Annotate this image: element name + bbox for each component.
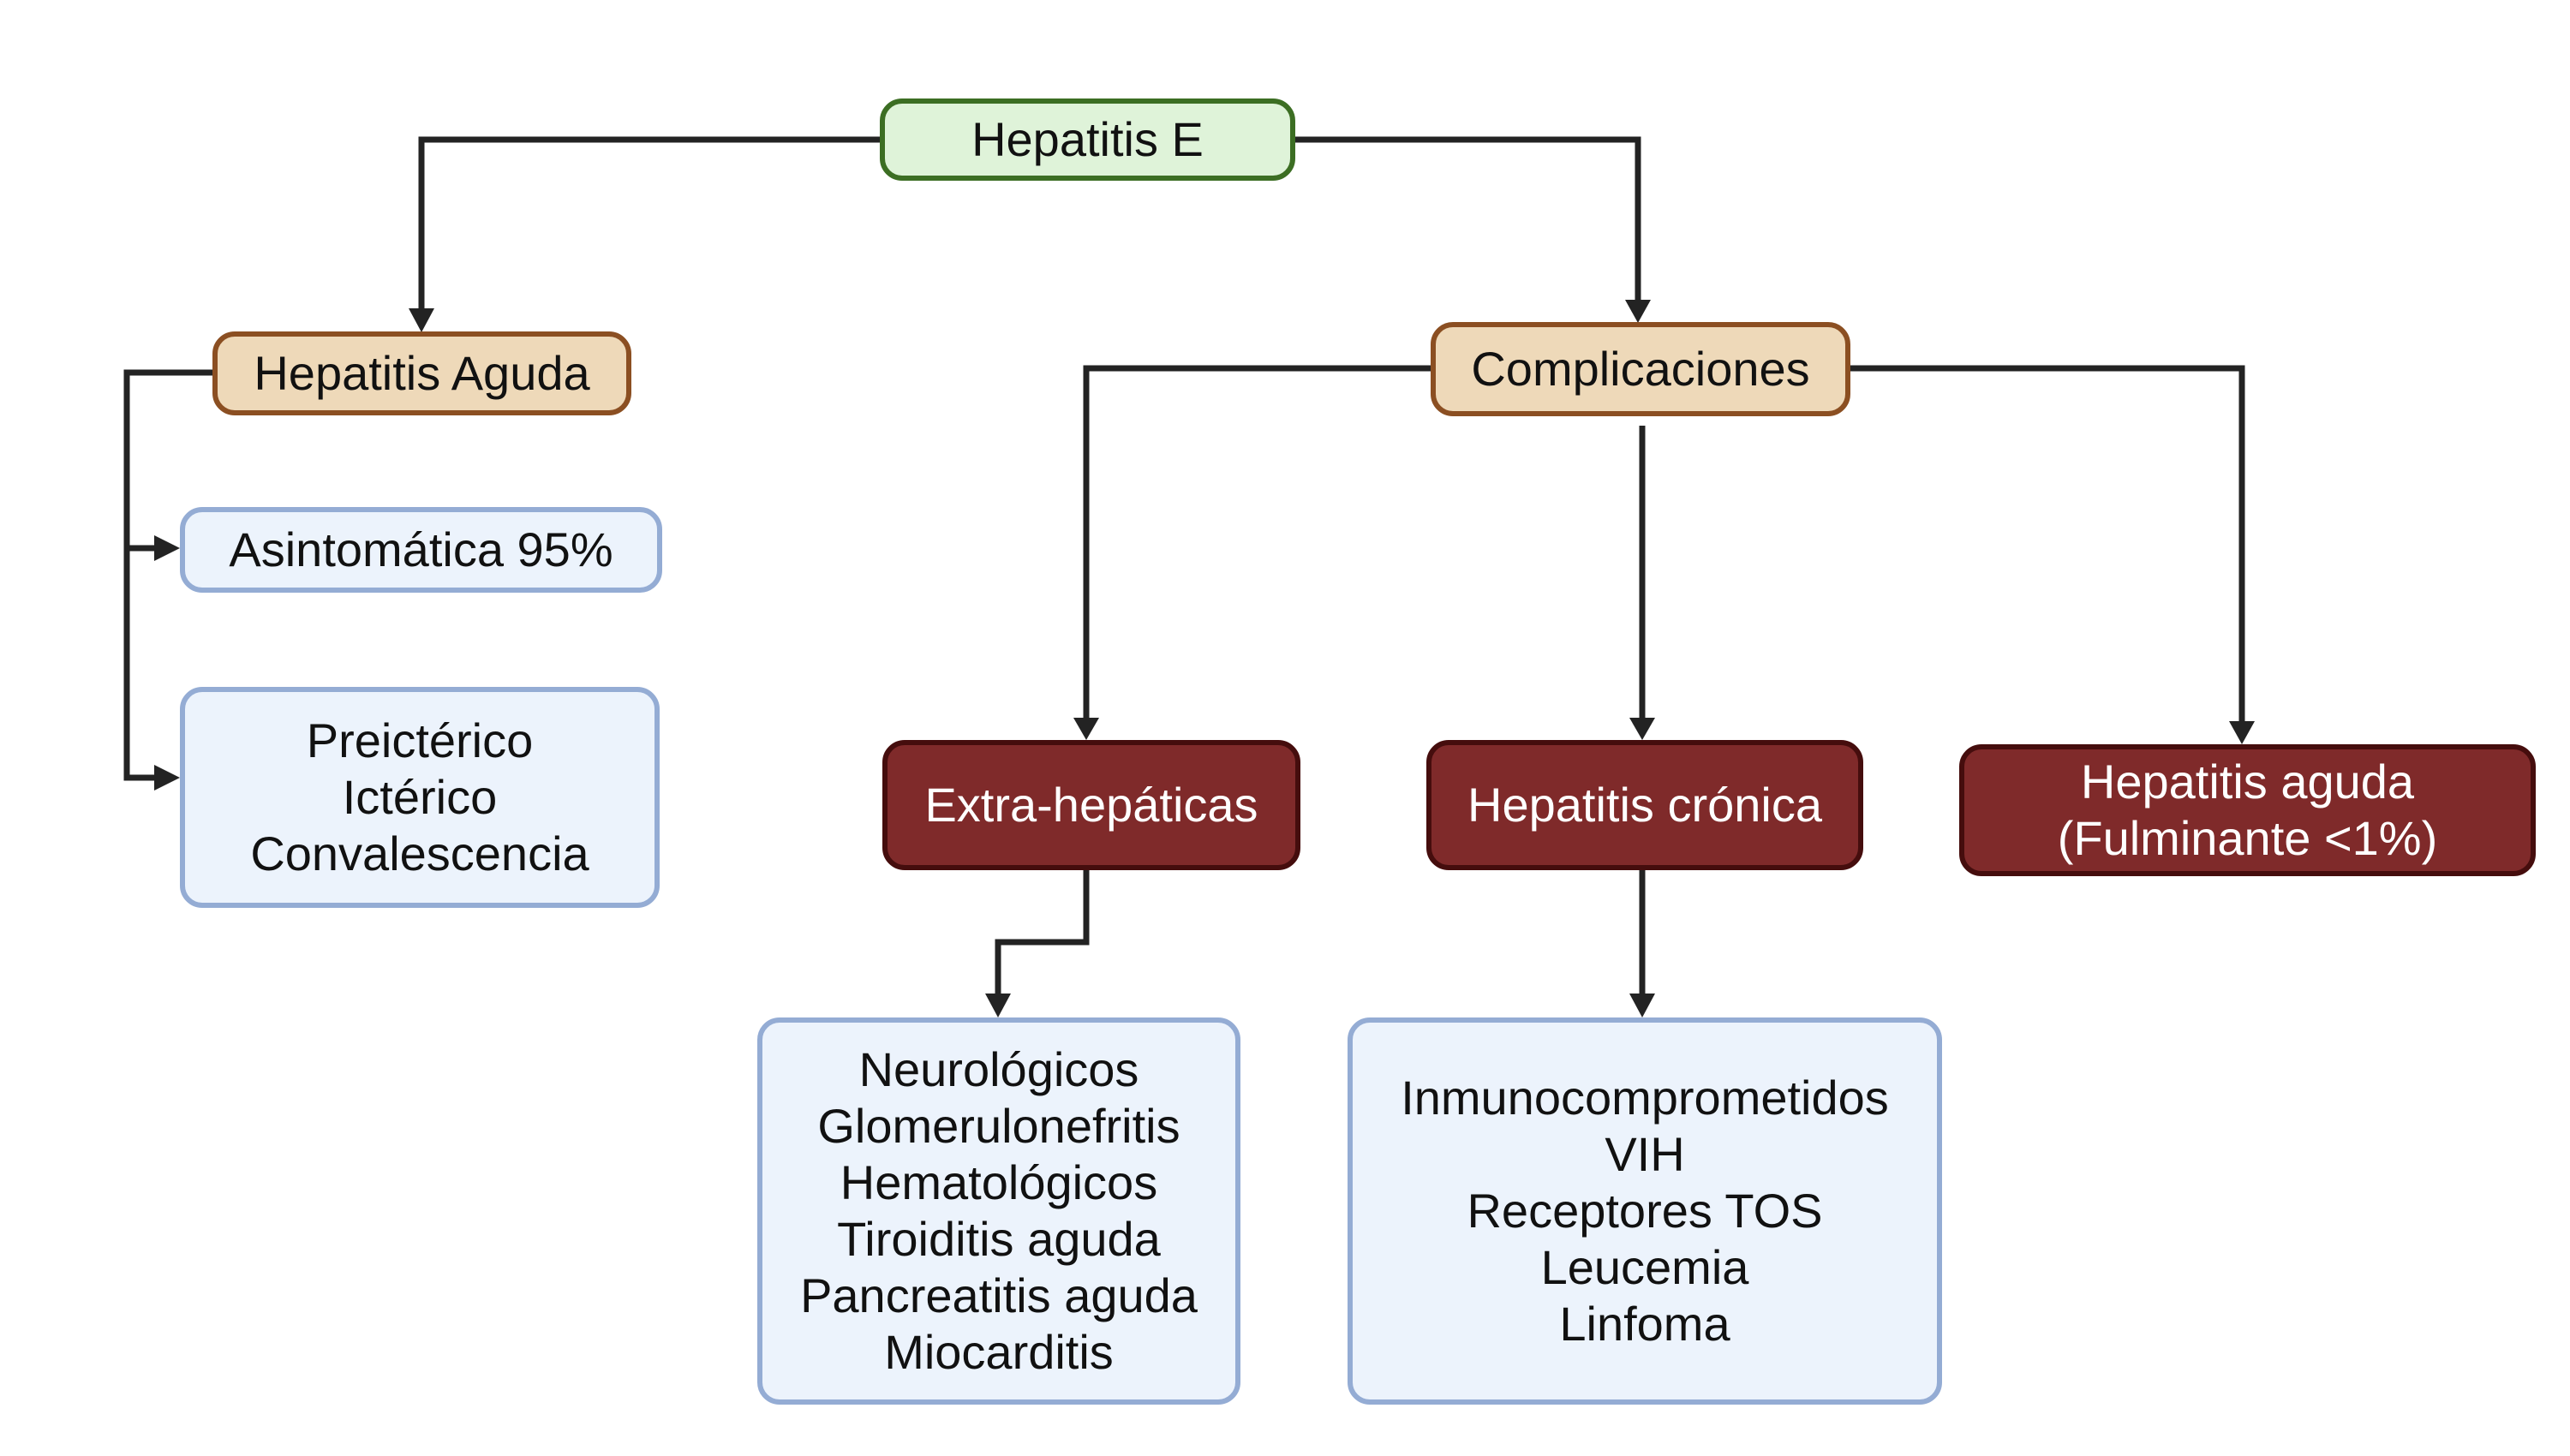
arrowhead-icon <box>154 765 180 791</box>
detail-line: Tiroiditis aguda <box>837 1212 1161 1266</box>
arrowhead-icon <box>1629 994 1655 1017</box>
node-asintomatica-label: Asintomática 95% <box>229 522 613 576</box>
connector-acute-bus <box>123 369 212 781</box>
fulminant-line: (Fulminante <1%) <box>2057 811 2438 865</box>
node-extra-hepaticas-detail: Neurológicos Glomerulonefritis Hematológ… <box>757 1017 1240 1405</box>
detail-line: Miocarditis <box>884 1325 1114 1379</box>
detail-line: Inmunocomprometidos <box>1401 1071 1889 1125</box>
node-hepatitis-fulminante: Hepatitis aguda (Fulminante <1%) <box>1959 744 2536 876</box>
connector-complications-right <box>1850 365 2245 726</box>
node-hepatitis-e: Hepatitis E <box>880 98 1295 181</box>
connector-complications-left <box>1083 365 1431 721</box>
node-complicaciones-label: Complicaciones <box>1471 342 1810 396</box>
arrowhead-icon <box>1073 718 1099 740</box>
node-hepatitis-cronica-label: Hepatitis crónica <box>1467 778 1822 832</box>
arrowhead-icon <box>2229 721 2255 744</box>
detail-line: Receptores TOS <box>1467 1184 1823 1238</box>
detail-line: Leucemia <box>1540 1240 1749 1294</box>
detail-line: VIH <box>1605 1127 1685 1181</box>
node-hepatitis-cronica-detail: Inmunocomprometidos VIH Receptores TOS L… <box>1348 1017 1942 1405</box>
node-hepatitis-cronica: Hepatitis crónica <box>1426 740 1863 870</box>
node-extra-hepaticas: Extra-hepáticas <box>882 740 1300 870</box>
arrowhead-icon <box>1625 300 1651 323</box>
node-asintomatica: Asintomática 95% <box>180 507 662 593</box>
detail-line: Hematológicos <box>840 1155 1158 1209</box>
arrowhead-icon <box>154 535 180 561</box>
fulminant-line: Hepatitis aguda <box>2080 755 2415 809</box>
detail-line: Pancreatitis aguda <box>800 1268 1198 1322</box>
arrowhead-icon <box>985 994 1011 1017</box>
connector-extrahepatic-to-detail <box>995 869 1090 998</box>
connector-root-to-acute <box>418 136 880 313</box>
connector-root-to-complications <box>1295 136 1641 304</box>
phase-line: Convalescencia <box>250 826 589 880</box>
phase-line: Ictérico <box>342 770 498 824</box>
node-complicaciones: Complicaciones <box>1431 322 1850 416</box>
arrowhead-icon <box>409 308 434 332</box>
node-hepatitis-e-label: Hepatitis E <box>971 112 1204 166</box>
detail-line: Neurológicos <box>858 1042 1139 1096</box>
arrowhead-icon <box>1629 718 1655 740</box>
phase-line: Preictérico <box>306 713 534 767</box>
node-hepatitis-aguda: Hepatitis Aguda <box>212 331 631 415</box>
detail-line: Glomerulonefritis <box>817 1099 1180 1153</box>
node-extra-hepaticas-label: Extra-hepáticas <box>924 778 1258 832</box>
node-fases-clinicas: Preictérico Ictérico Convalescencia <box>180 687 660 908</box>
node-hepatitis-aguda-label: Hepatitis Aguda <box>254 346 590 400</box>
detail-line: Linfoma <box>1559 1297 1730 1351</box>
